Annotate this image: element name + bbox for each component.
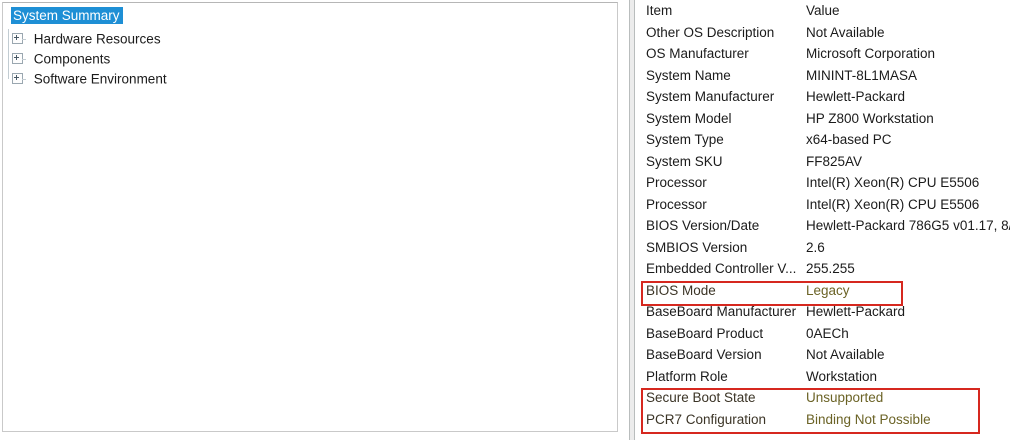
list-row-value: x64-based PC	[806, 132, 892, 147]
list-row[interactable]: Other OS Description Not Available	[638, 22, 1010, 44]
list-row[interactable]: System Manufacturer Hewlett-Packard	[638, 86, 1010, 108]
list-row[interactable]: OS Manufacturer Microsoft Corporation	[638, 43, 1010, 65]
list-row-value: Binding Not Possible	[806, 411, 931, 427]
list-row-value: Hewlett-Packard 786G5 v01.17, 8/	[806, 218, 1010, 233]
list-row-value: MININT-8L1MASA	[806, 67, 918, 83]
list-row-value: Microsoft Corporation	[806, 46, 936, 61]
list-row-item-label: System Name	[646, 67, 731, 83]
list-row-item-label: Processor	[646, 196, 707, 212]
expand-plus-icon[interactable]	[12, 52, 23, 64]
list-row[interactable]: PCR7 Configuration Binding Not Possible	[638, 409, 1010, 431]
tree-item-hardware-resources-label: Hardware Resources	[33, 31, 161, 47]
splitter-fill	[630, 0, 634, 440]
list-row[interactable]: System Model HP Z800 Workstation	[638, 108, 1010, 130]
column-header-value: Value	[806, 3, 840, 18]
list-row-item-label: BaseBoard Product	[646, 325, 764, 341]
list-row-item-label: Secure Boot State	[646, 390, 756, 405]
list-row[interactable]: System Name MININT-8L1MASA	[638, 65, 1010, 87]
list-row-item-label: Embedded Controller V...	[646, 261, 797, 276]
list-row-value: Hewlett-Packard	[806, 89, 906, 104]
tree-item-software-environment-label: Software Environment	[33, 71, 167, 87]
tree-connector-line	[7, 69, 9, 79]
tree-connector-line	[7, 29, 9, 49]
list-row-value: Intel(R) Xeon(R) CPU E5506	[806, 196, 980, 212]
list-row[interactable]: BIOS Version/Date Hewlett-Packard 786G5 v…	[638, 215, 1010, 237]
list-row-item-label: System Type	[646, 132, 724, 147]
list-row-value: 0AECh	[806, 325, 849, 341]
list-row[interactable]: System SKU FF825AV	[638, 151, 1010, 173]
tree-connector-line	[22, 78, 26, 80]
list-row[interactable]: SMBIOS Version 2.6	[638, 237, 1010, 259]
list-row[interactable]: System Type x64-based PC	[638, 129, 1010, 151]
list-row[interactable]: Platform Role Workstation	[638, 366, 1010, 388]
list-row[interactable]: Embedded Controller V... 255.255	[638, 258, 1010, 280]
tree-item-system-summary-label: System Summary	[11, 7, 123, 24]
splitter-line-right	[634, 0, 635, 440]
list-row-item-label: System Model	[646, 110, 732, 126]
list-row-item-label: Platform Role	[646, 368, 728, 384]
tree-connector-line	[7, 49, 9, 69]
list-row-item-label: BIOS Version/Date	[646, 218, 760, 233]
tree-item-components-label: Components	[33, 51, 111, 67]
list-row-item-label: Other OS Description	[646, 24, 775, 40]
list-row-value: Workstation	[806, 368, 878, 384]
list-row-item-label: BaseBoard Manufacturer	[646, 304, 797, 319]
list-row-value: Intel(R) Xeon(R) CPU E5506	[806, 175, 980, 190]
list-row-value: Unsupported	[806, 390, 884, 405]
tree-connector-line	[22, 38, 26, 40]
list-row-item-label: OS Manufacturer	[646, 46, 749, 61]
column-header-item: Item	[646, 3, 673, 18]
list-row[interactable]: BaseBoard Product 0AECh	[638, 323, 1010, 345]
list-row-item-label: System Manufacturer	[646, 89, 775, 104]
list-row-value: 255.255	[806, 261, 855, 276]
list-row-value: Not Available	[806, 347, 885, 362]
list-row[interactable]: Secure Boot State Unsupported	[638, 387, 1010, 409]
tree-connector-line	[22, 58, 26, 60]
tree-item-system-summary[interactable]: System Summary	[3, 6, 617, 26]
list-row-item-label: BIOS Mode	[646, 282, 716, 298]
list-row[interactable]: BaseBoard Manufacturer Hewlett-Packard	[638, 301, 1010, 323]
list-row-value: 2.6	[806, 239, 825, 255]
list-row[interactable]: Processor Intel(R) Xeon(R) CPU E5506	[638, 194, 1010, 216]
list-row-item-label: System SKU	[646, 153, 723, 169]
pane-splitter[interactable]	[626, 0, 638, 440]
tree-item-components[interactable]: Components	[3, 49, 617, 69]
list-header-row[interactable]: Item Value	[638, 0, 1010, 22]
tree-item-software-environment[interactable]: Software Environment	[3, 69, 617, 89]
navigation-tree-pane[interactable]: System Summary Hardware Resources Compon…	[2, 2, 618, 432]
list-row-value: FF825AV	[806, 153, 863, 169]
list-row-value: Legacy	[806, 282, 850, 298]
list-row-item-label: PCR7 Configuration	[646, 411, 767, 427]
list-row-value: Hewlett-Packard	[806, 304, 906, 319]
list-row[interactable]: BIOS Mode Legacy	[638, 280, 1010, 302]
expand-plus-icon[interactable]	[12, 32, 23, 44]
list-row-item-label: SMBIOS Version	[646, 239, 748, 255]
list-row[interactable]: BaseBoard Version Not Available	[638, 344, 1010, 366]
splitter-line-left	[629, 0, 630, 440]
list-row-value: Not Available	[806, 24, 885, 40]
list-row[interactable]: Processor Intel(R) Xeon(R) CPU E5506	[638, 172, 1010, 194]
list-row-item-label: Processor	[646, 175, 707, 190]
expand-plus-icon[interactable]	[12, 72, 23, 84]
list-row-value: HP Z800 Workstation	[806, 110, 934, 126]
tree-item-hardware-resources[interactable]: Hardware Resources	[3, 29, 617, 49]
list-row-item-label: BaseBoard Version	[646, 347, 762, 362]
